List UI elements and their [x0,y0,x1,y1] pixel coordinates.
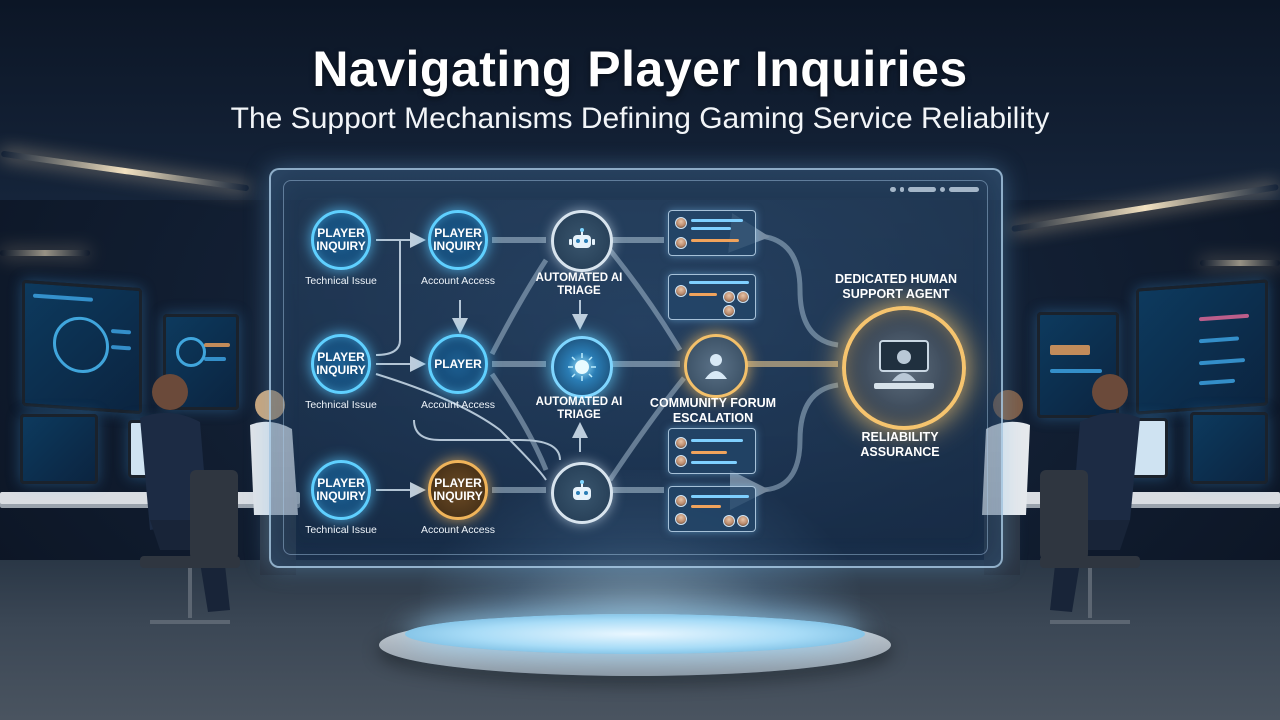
robot-icon [573,480,591,500]
account-access-node[interactable]: PLAYER INQUIRY [428,210,488,270]
status-bar [691,219,743,222]
technical-issue-caption: Technical Issue [305,275,377,287]
ai-triage-node-middle[interactable] [551,336,613,398]
robot-icon [569,228,595,248]
wall-monitor [163,314,239,410]
dashboard-ring [176,337,206,367]
support-agent-right [1040,374,1140,624]
page-title: Navigating Player Inquiries [312,41,968,97]
agent-profile-card[interactable] [668,486,756,532]
hologram-panel-inner [283,180,988,555]
player-inquiry-node[interactable]: PLAYER INQUIRY [311,334,371,394]
account-access-node[interactable]: PLAYER INQUIRY [428,460,488,520]
technical-issue-caption: Technical Issue [305,524,377,536]
toolbar-slider [949,186,979,192]
reliability-assurance-label: RELIABILITY ASSURANCE [860,430,940,459]
human-support-agent-label: DEDICATED HUMAN SUPPORT AGENT [835,272,957,301]
support-agent-left [140,374,240,624]
agent-workstation-icon [874,340,934,389]
status-bar [691,505,721,508]
dashboard-line [1050,345,1090,355]
page-subtitle: The Support Mechanisms Defining Gaming S… [230,102,1050,135]
toolbar-dot [890,186,896,192]
status-bar [691,451,727,454]
desk-monitor [20,414,98,484]
agent-avatar [675,285,687,297]
account-access-caption: Account Access [420,524,496,536]
account-access-node[interactable]: PLAYER [428,334,488,394]
agent-profile-card[interactable] [668,210,756,256]
agent-avatar [675,455,687,467]
ceiling [0,0,1280,200]
person-icon [705,354,727,379]
agent-avatar [675,217,687,229]
technical-issue-caption: Technical Issue [305,399,377,411]
agent-avatar [675,437,687,449]
panel-toolbar [890,183,986,195]
status-bar [691,495,749,498]
ceiling-light-right-low [1200,260,1280,266]
agent-avatar [723,291,735,303]
ceiling-light-left-low [0,250,90,256]
status-bar [691,227,731,230]
ai-triage-node-bottom[interactable] [551,462,613,524]
ai-triage-label-top: AUTOMATED AI TRIAGE [535,272,623,297]
status-bar [691,239,739,242]
community-forum-label: COMMUNITY FORUM ESCALATION [649,396,777,425]
dashboard-line [204,343,230,347]
hologram-beam [420,470,860,640]
agent-avatar [675,513,687,525]
hologram-projector-top [405,614,865,654]
ai-core-icon [568,353,596,381]
desk-monitor [1190,412,1268,484]
agent-profile-card[interactable] [668,274,756,320]
human-support-agent-node[interactable] [842,306,966,430]
account-access-caption: Account Access [420,399,496,411]
ai-triage-node-top[interactable] [551,210,613,272]
community-forum-node[interactable] [684,334,748,398]
account-access-caption: Account Access [420,275,496,287]
toolbar-dot [900,186,904,192]
player-inquiry-node[interactable]: PLAYER INQUIRY [311,210,371,270]
status-bar [691,461,737,464]
dashboard-line [1050,369,1102,373]
agent-avatar [723,305,735,317]
agent-avatar [675,495,687,507]
ai-triage-label-middle: AUTOMATED AI TRIAGE [535,396,623,421]
player-inquiry-node[interactable]: PLAYER INQUIRY [311,460,371,520]
agent-avatar [675,237,687,249]
status-bar [689,281,749,284]
toolbar-dot [940,186,945,192]
status-bar [691,439,743,442]
agent-avatar [737,515,749,527]
agent-avatar [737,291,749,303]
agent-avatar [723,515,735,527]
status-bar [689,293,717,296]
toolbar-slider [908,186,936,192]
agent-profile-card[interactable] [668,428,756,474]
dashboard-line [204,357,226,361]
